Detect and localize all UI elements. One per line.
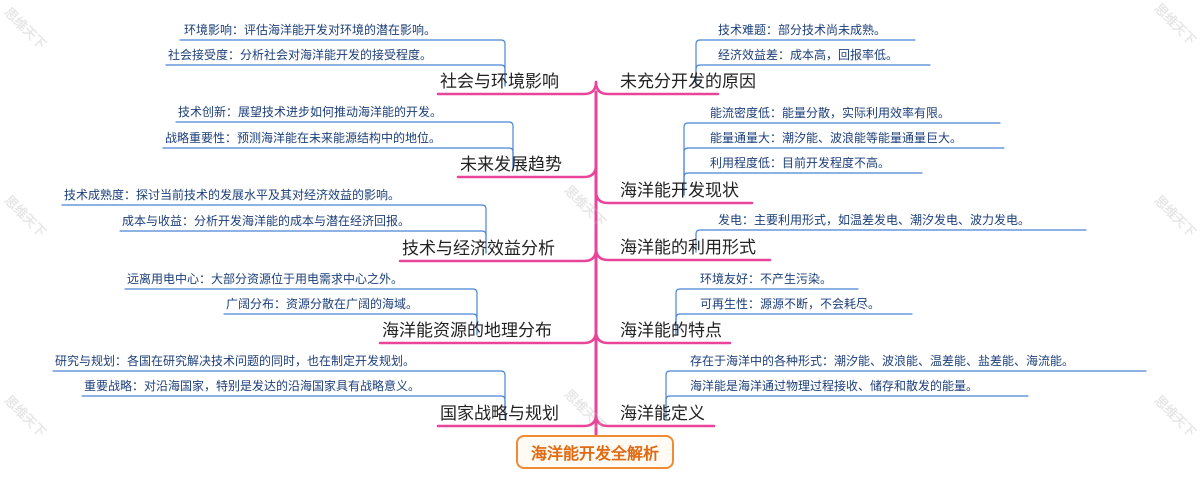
leaf-connector — [683, 172, 923, 196]
leaf-connector — [119, 230, 487, 254]
leaf-connector — [695, 39, 916, 87]
branch-definition[interactable]: 海洋能定义 — [620, 404, 705, 424]
branch-future-trends[interactable]: 未来发展趋势 — [460, 155, 562, 175]
branch-connector — [594, 189, 754, 205]
leaf-social-acceptance[interactable]: 社会接受度：分析社会对海洋能开发的接受程度。 — [168, 48, 433, 62]
leaf-connector — [162, 147, 514, 170]
leaf-connector — [179, 39, 506, 87]
leaf-wide-distribution[interactable]: 广阔分布：资源分散在广阔的海域。 — [226, 297, 419, 311]
leaf-low-utilization[interactable]: 利用程度低：目前开发程度不高。 — [710, 156, 891, 170]
leaf-eco-friendly[interactable]: 环境友好：不产生污染。 — [700, 272, 833, 286]
leaf-far-from-demand[interactable]: 远离用电中心：大部分资源位于用电需求中心之外。 — [127, 272, 404, 286]
leaf-connector — [683, 122, 1001, 196]
branch-underdevelopment-reasons[interactable]: 未充分开发的原因 — [620, 72, 756, 92]
leaf-connector — [165, 64, 506, 87]
leaf-connector — [175, 121, 514, 170]
branch-connector — [594, 80, 720, 96]
leaf-tech-innovation[interactable]: 技术创新：展望技术进步如何推动海洋能的开发。 — [178, 105, 443, 119]
leaf-energy-forms[interactable]: 存在于海洋中的各种形式：潮汐能、波浪能、温差能、盐差能、海流能。 — [690, 354, 1075, 368]
leaf-large-energy-flux[interactable]: 能量通量大：潮汐能、波浪能等能量通量巨大。 — [710, 131, 963, 145]
branch-national-strategy[interactable]: 国家战略与规划 — [440, 404, 559, 424]
leaf-connector — [665, 370, 1147, 419]
leaf-connector — [675, 313, 913, 336]
leaf-connector — [683, 147, 1005, 196]
leaf-connector — [81, 395, 506, 419]
branch-utilization-forms[interactable]: 海洋能的利用形式 — [620, 238, 756, 258]
leaf-strategic-importance[interactable]: 战略重要性：预测海洋能在未来能源结构中的地位。 — [165, 131, 442, 145]
branch-social-environmental-impact[interactable]: 社会与环境影响 — [440, 72, 559, 92]
leaf-connector — [665, 395, 1029, 419]
leaf-tech-difficulty[interactable]: 技术难题：部分技术尚未成熟。 — [718, 23, 887, 37]
leaf-connector — [52, 370, 506, 419]
leaf-environmental-impact[interactable]: 环境影响：评估海洋能开发对环境的潜在影响。 — [184, 23, 437, 37]
branch-connector — [456, 163, 598, 179]
leaf-renewable[interactable]: 可再生性：源源不断，不会耗尽。 — [700, 297, 881, 311]
branch-connector — [594, 412, 716, 428]
leaf-connector — [223, 313, 478, 336]
branch-development-status[interactable]: 海洋能开发现状 — [620, 181, 739, 201]
branch-tech-economic-analysis[interactable]: 技术与经济效益分析 — [402, 239, 555, 259]
branch-characteristics[interactable]: 海洋能的特点 — [620, 321, 722, 341]
branch-connector — [594, 246, 772, 262]
leaf-connector — [695, 64, 931, 87]
branch-connector — [594, 329, 732, 345]
leaf-research-planning[interactable]: 研究与规划：各国在研究解决技术问题的同时，也在制定开发规划。 — [55, 354, 416, 368]
leaf-cost-benefit[interactable]: 成本与收益：分析开发海洋能的成本与潜在经济回报。 — [122, 214, 411, 228]
leaf-connector — [61, 204, 487, 254]
leaf-power-generation[interactable]: 发电：主要利用形式，如温差发电、潮汐发电、波力发电。 — [718, 213, 1031, 227]
leaf-connector — [675, 288, 859, 336]
leaf-poor-economics[interactable]: 经济效益差：成本高，回报率低。 — [718, 48, 899, 62]
leaf-tech-maturity[interactable]: 技术成熟度：探讨当前技术的发展水平及其对经济效益的影响。 — [64, 188, 401, 202]
leaf-low-energy-density[interactable]: 能流密度低：能量分散，实际利用效率有限。 — [710, 106, 951, 120]
leaf-energy-definition[interactable]: 海洋能是海洋通过物理过程接收、储存和散发的能量。 — [690, 379, 979, 393]
leaf-connector — [695, 229, 1087, 253]
branch-geographic-distribution[interactable]: 海洋能资源的地理分布 — [382, 321, 552, 341]
leaf-connector — [124, 288, 478, 336]
leaf-key-strategy[interactable]: 重要战略：对沿海国家，特别是发达的沿海国家具有战略意义。 — [84, 379, 421, 393]
root-topic[interactable]: 海洋能开发全解析 — [516, 435, 674, 469]
